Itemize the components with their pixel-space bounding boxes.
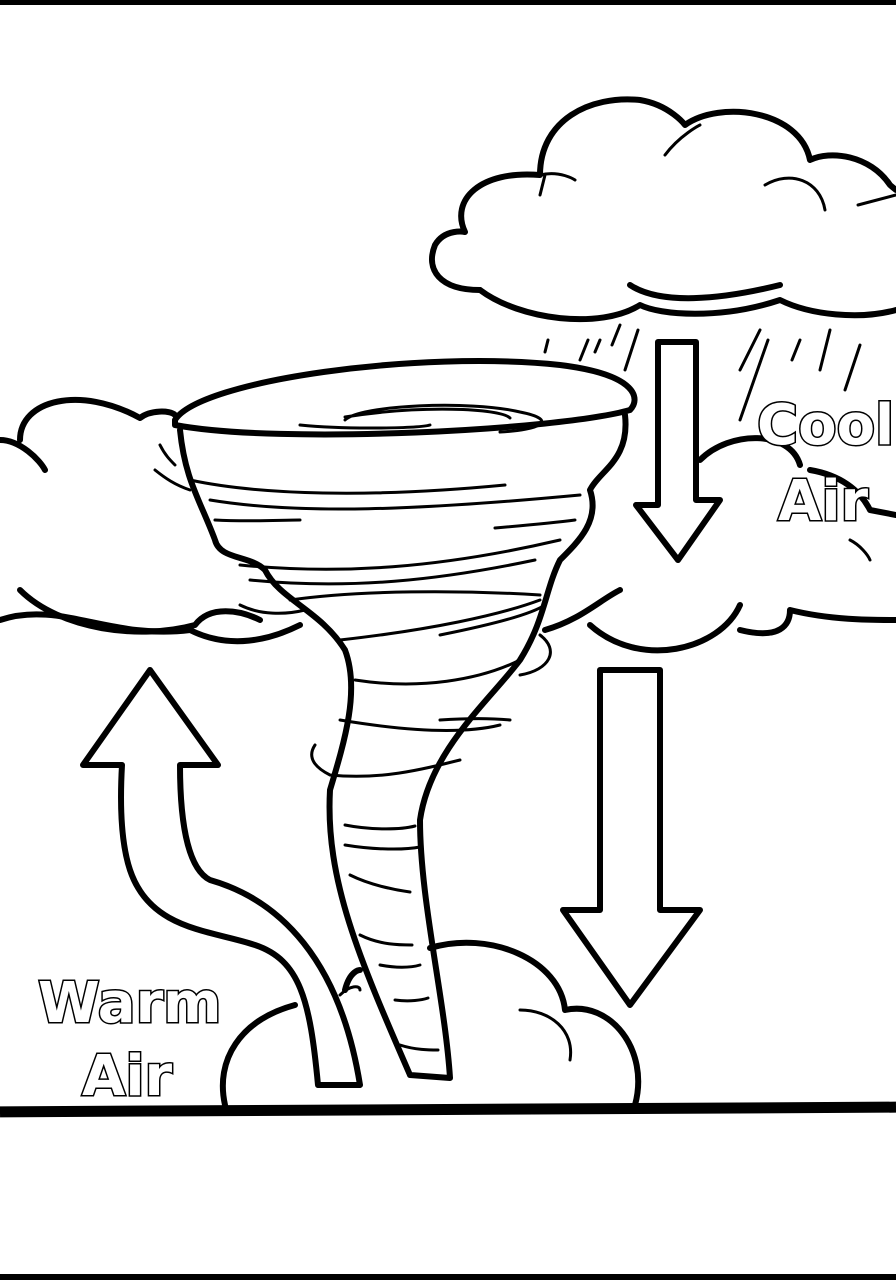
cool-air-label-line2: Air: [778, 469, 869, 534]
warm-air-label-line2: Air: [82, 1044, 173, 1109]
warm-air-label-line1: Warm: [38, 971, 222, 1036]
warm-air-arrow: [80, 667, 363, 1088]
bottom-border: [0, 1274, 896, 1280]
ground-line: [0, 1101, 896, 1118]
cool-air-label-line1: Cool: [757, 393, 894, 458]
storm-cloud: [429, 96, 896, 323]
middle-cloud-band: [0, 396, 896, 654]
top-border: [0, 0, 896, 5]
cool-air-arrow-large: [560, 667, 703, 1008]
tornado-funnel: [153, 358, 638, 1081]
ground-cloud: [219, 939, 642, 1108]
cool-air-arrow-small: [633, 339, 723, 563]
rain-streaks: [543, 323, 862, 422]
